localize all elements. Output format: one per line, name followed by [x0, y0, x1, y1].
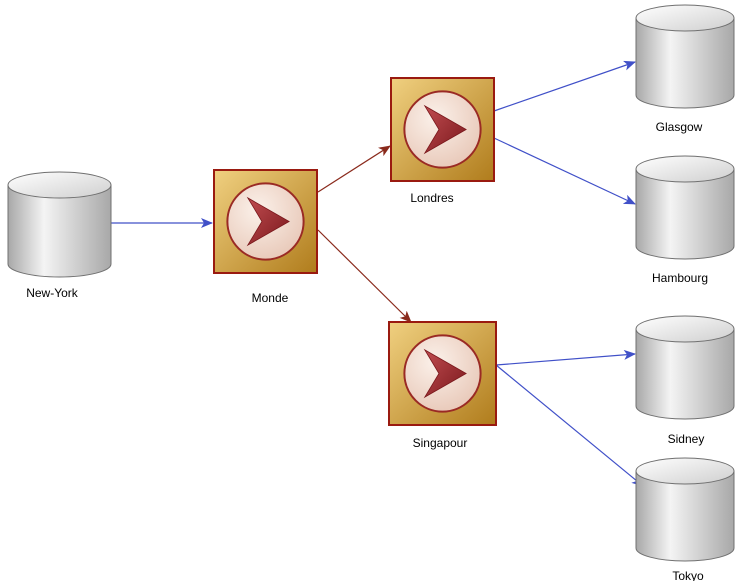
database-body	[635, 17, 735, 109]
node-londres[interactable]: Londres	[390, 77, 495, 205]
edge-londres-to-hambourg	[493, 137, 636, 205]
node-label-new-york: New-York	[26, 286, 79, 300]
node-new-york[interactable]: New-York	[7, 171, 112, 300]
database-top	[635, 315, 735, 343]
node-label-monde: Monde	[252, 291, 289, 305]
edges-layer	[111, 60, 644, 487]
database-cylinder-icon	[635, 457, 735, 562]
database-body	[7, 184, 112, 278]
play-arrow-processor-icon	[390, 77, 495, 182]
database-top	[635, 457, 735, 485]
database-body	[635, 168, 735, 260]
database-cylinder-icon	[635, 155, 735, 260]
node-label-glasgow: Glasgow	[656, 120, 703, 134]
node-monde[interactable]: Monde	[213, 169, 318, 305]
database-body	[635, 470, 735, 562]
database-top	[635, 4, 735, 32]
processor-triangle	[423, 348, 467, 399]
node-label-singapour: Singapour	[413, 436, 468, 450]
database-top	[7, 171, 112, 199]
edge-londres-to-glasgow	[493, 60, 636, 112]
edge-monde-to-londres	[317, 145, 391, 193]
database-cylinder-icon	[7, 171, 112, 278]
node-sidney[interactable]: Sidney	[635, 315, 735, 446]
play-arrow-processor-icon	[388, 321, 497, 426]
node-label-tokyo: Tokyo	[672, 569, 704, 581]
processor-triangle	[423, 104, 467, 155]
database-cylinder-icon	[635, 315, 735, 420]
node-singapour[interactable]: Singapour	[388, 321, 497, 450]
play-arrow-processor-icon	[213, 169, 318, 274]
database-cylinder-icon	[635, 4, 735, 109]
node-label-londres: Londres	[410, 191, 453, 205]
processor-triangle	[246, 196, 290, 247]
node-label-sidney: Sidney	[668, 432, 705, 446]
node-glasgow[interactable]: Glasgow	[635, 4, 735, 134]
node-hambourg[interactable]: Hambourg	[635, 155, 735, 285]
edge-singapour-to-sidney	[495, 349, 636, 366]
database-body	[635, 328, 735, 420]
edge-monde-to-singapour	[317, 229, 412, 323]
edge-singapour-to-tokyo	[495, 364, 644, 487]
node-label-hambourg: Hambourg	[652, 271, 708, 285]
node-tokyo[interactable]: Tokyo	[635, 457, 735, 581]
database-top	[635, 155, 735, 183]
